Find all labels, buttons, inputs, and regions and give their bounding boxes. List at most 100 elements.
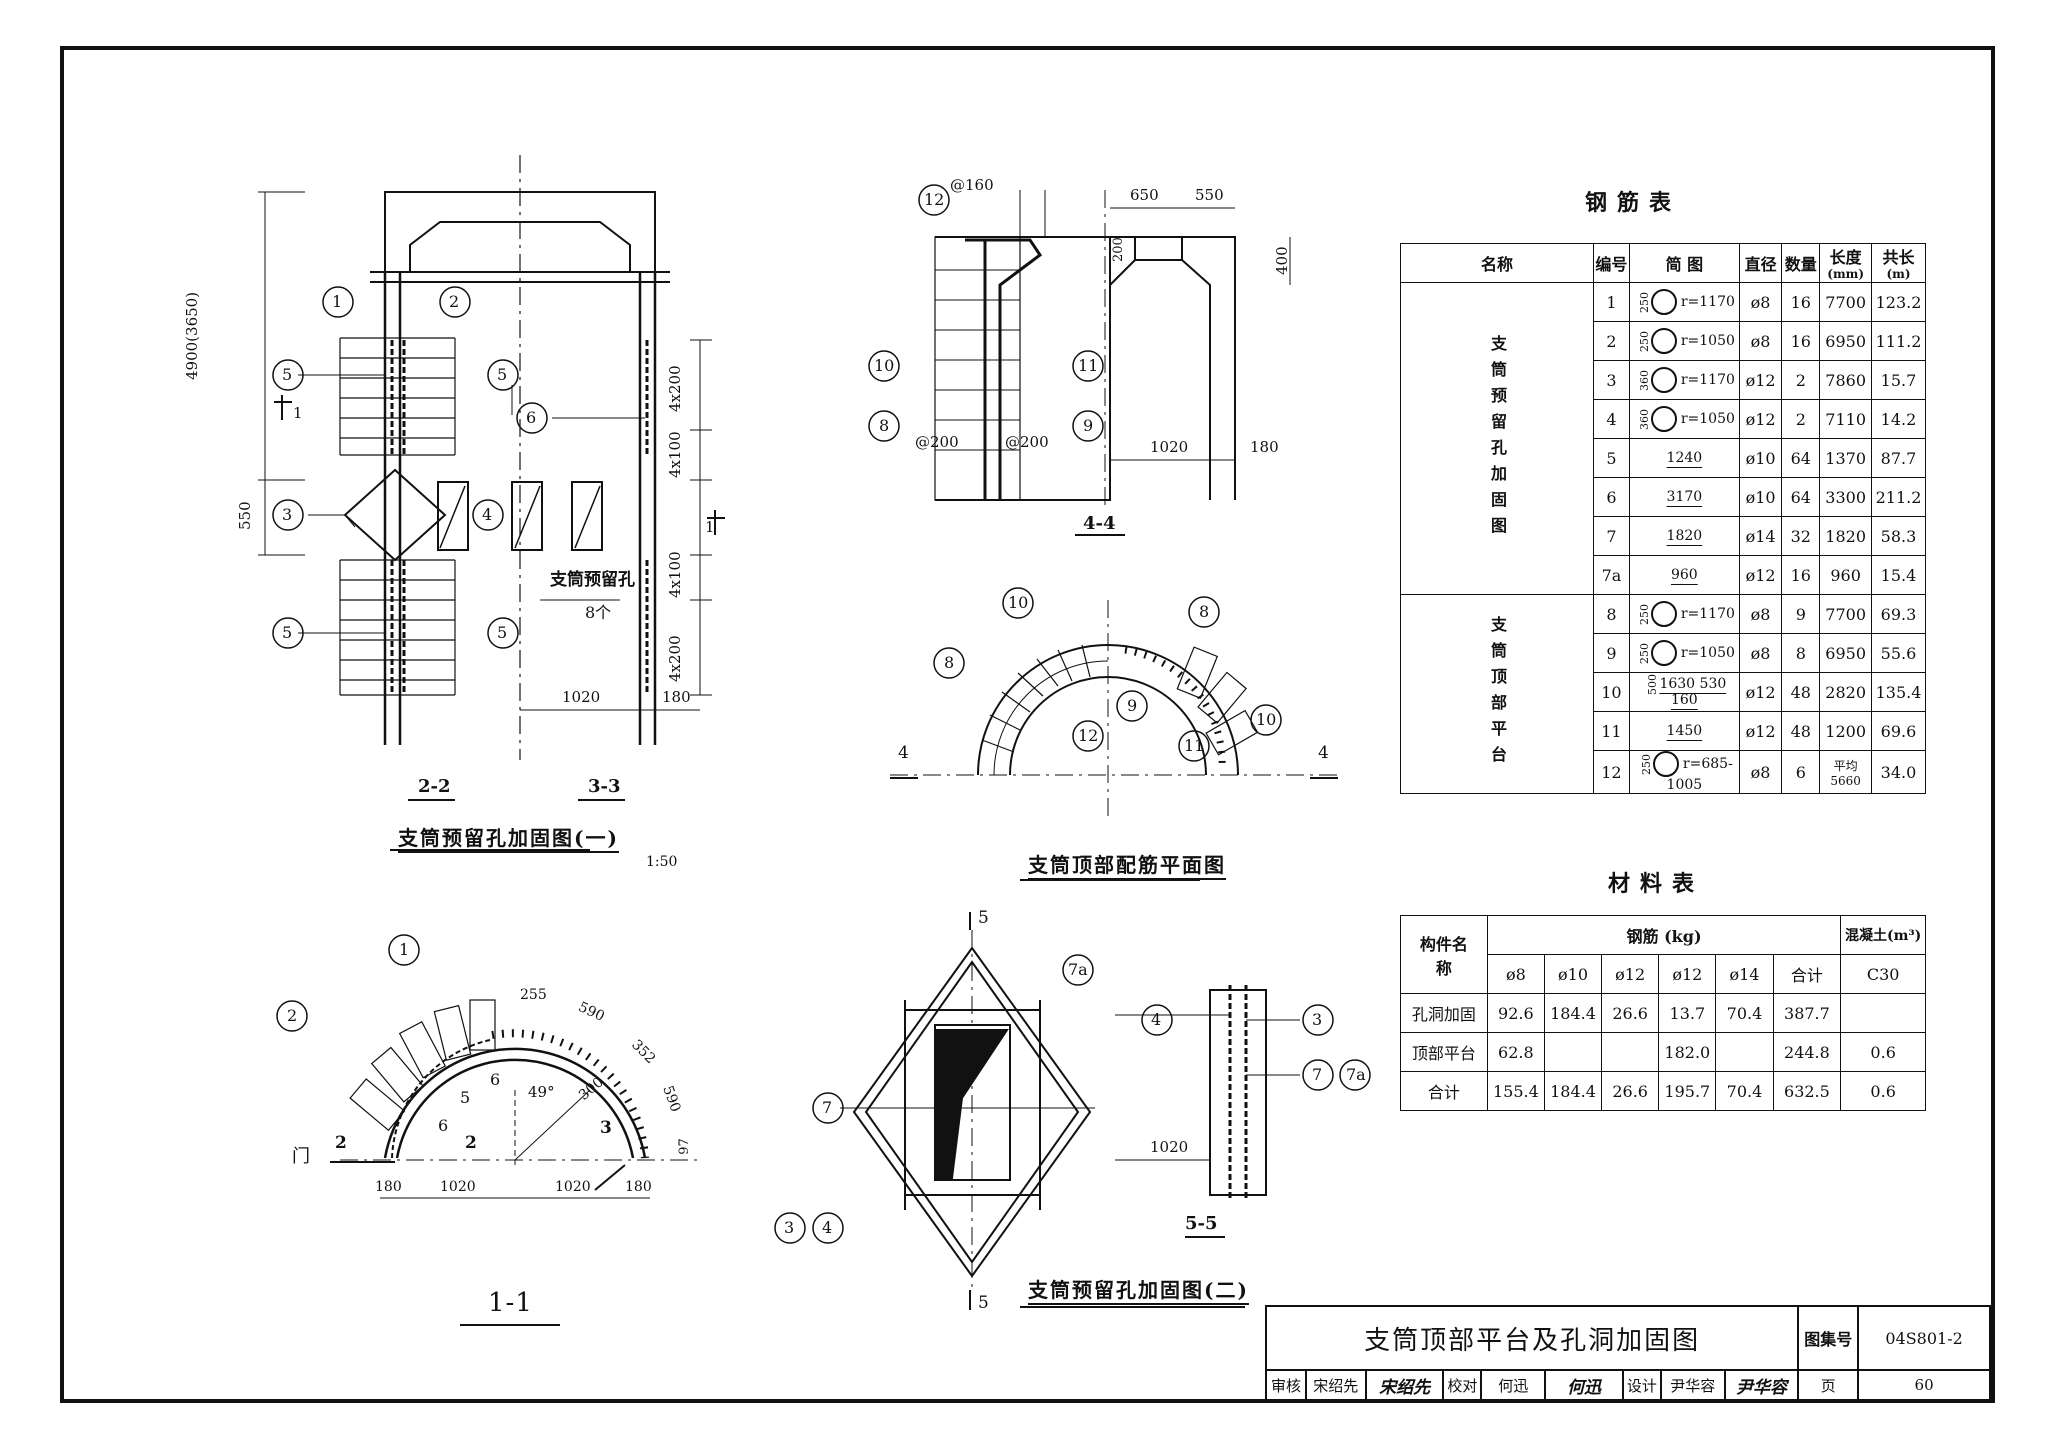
v1-title: 支筒预留孔加固图(一) xyxy=(398,826,619,850)
material-cell: 244.8 xyxy=(1772,1032,1842,1072)
v5-title: 支筒预留孔加固图(二) xyxy=(1028,1278,1249,1302)
v3-spacing-160: @160 xyxy=(950,176,994,194)
v3-balloon-10: 10 xyxy=(874,356,895,375)
rebar-qty: 64 xyxy=(1781,477,1821,517)
rebar-dia: ø8 xyxy=(1738,321,1783,361)
rebar-sketch-pre: 250 xyxy=(1637,604,1651,625)
v2-dim-1020b: 1020 xyxy=(555,1179,591,1195)
v1-dim-total: 4900(3650) xyxy=(183,291,201,380)
v6-balloon-7: 7 xyxy=(1312,1065,1323,1084)
rebar-sketch-text: 960 xyxy=(1670,567,1698,583)
rebar-dia: ø14 xyxy=(1738,516,1783,556)
material-cell xyxy=(1840,993,1926,1033)
v1-balloon-3: 3 xyxy=(282,505,293,524)
rebar-dia: ø12 xyxy=(1738,360,1783,400)
rebar-len: 平均 5660 xyxy=(1819,750,1872,794)
rebar-no: 12 xyxy=(1593,750,1630,794)
v1-cut-1a: 1 xyxy=(293,404,303,422)
rebar-len: 6950 xyxy=(1819,321,1872,361)
rebar-qty: 16 xyxy=(1781,555,1821,595)
v1-dim-550: 550 xyxy=(236,501,254,530)
reviewer-signature: 宋绍先 xyxy=(1364,1369,1445,1401)
design-label: 设计 xyxy=(1621,1369,1662,1401)
rebar-sketch-text: 1450 xyxy=(1666,723,1703,739)
v3-balloon-11: 11 xyxy=(1078,356,1099,375)
v4-title: 支筒顶部配筋平面图 xyxy=(1028,853,1226,877)
material-sub-3: ø12 xyxy=(1658,954,1717,994)
view6-section xyxy=(1115,985,1300,1238)
rebar-sketch: 5001630 530 160 xyxy=(1628,672,1740,712)
v2-cut-2b: 2 xyxy=(465,1133,477,1153)
rebar-total: 14.2 xyxy=(1870,399,1927,439)
view4-plan xyxy=(890,600,1340,881)
main-title: 支筒顶部平台及孔洞加固图 xyxy=(1264,1305,1800,1371)
rebar-sketch-text: r=1050 xyxy=(1680,333,1735,349)
v1-balloon-4: 4 xyxy=(482,505,493,524)
rebar-no: 10 xyxy=(1593,672,1630,712)
page-label: 页 xyxy=(1797,1369,1860,1401)
rebar-sketch: 1450 xyxy=(1628,711,1740,751)
v2-title: 1-1 xyxy=(488,1288,533,1318)
rebar-sketch-pre: 250 xyxy=(1639,754,1653,775)
circle-rebar-icon xyxy=(1650,640,1677,666)
v3-dim-200: 200 xyxy=(1111,237,1126,262)
material-h-concrete: 混凝土(m³) xyxy=(1840,915,1926,955)
v1-balloon-5d: 5 xyxy=(497,623,508,642)
rebar-qty: 48 xyxy=(1781,672,1821,712)
rebar-total: 34.0 xyxy=(1870,750,1927,794)
rebar-total: 55.6 xyxy=(1870,633,1927,673)
v1-balloon-1: 1 xyxy=(332,292,343,311)
material-sub-1: ø10 xyxy=(1543,954,1603,994)
rebar-dia: ø8 xyxy=(1738,633,1783,673)
v3-title: 4-4 xyxy=(1083,513,1116,534)
material-table: 构件名称 钢筋 (kg) 混凝土(m³) ø8 ø10 ø12 ø12 ø14 … xyxy=(1400,915,1926,1111)
rebar-sketch-text: r=685-1005 xyxy=(1666,756,1733,793)
v1-dim-4x200-top: 4x200 xyxy=(666,365,684,412)
rebar-qty: 48 xyxy=(1781,711,1821,751)
rebar-len: 1820 xyxy=(1819,516,1872,556)
v1-cut-1b: 1 xyxy=(705,518,715,536)
v1-hole-label: 支筒预留孔 xyxy=(550,570,635,590)
rebar-qty: 16 xyxy=(1781,282,1821,322)
rebar-sketch-text: 1630 530 160 xyxy=(1659,676,1727,708)
material-cell: 387.7 xyxy=(1772,993,1842,1033)
v2-dim-1020a: 1020 xyxy=(440,1179,476,1195)
circle-rebar-icon xyxy=(1650,367,1677,393)
v5-balloon-4: 4 xyxy=(822,1218,833,1237)
v5-cut-5b: 5 xyxy=(978,1293,989,1313)
rebar-qty: 64 xyxy=(1781,438,1821,478)
review-label: 审核 xyxy=(1265,1369,1307,1401)
rebar-h-total-b: (m) xyxy=(1886,267,1911,282)
rebar-sketch-text: r=1050 xyxy=(1680,411,1735,427)
rebar-dia: ø8 xyxy=(1738,750,1783,794)
circle-rebar-icon xyxy=(1650,328,1677,354)
v1-hole-count: 8个 xyxy=(585,603,612,622)
material-h-steel: 钢筋 (kg) xyxy=(1486,915,1842,955)
rebar-sketch-pre: 250 xyxy=(1637,292,1651,313)
material-cell: 184.4 xyxy=(1543,1071,1603,1111)
rebar-len: 1200 xyxy=(1819,711,1872,751)
rebar-total: 69.3 xyxy=(1870,594,1927,634)
rebar-no: 9 xyxy=(1593,633,1630,673)
rebar-h-len: 长度(mm) xyxy=(1819,243,1872,283)
v4-balloon-9: 9 xyxy=(1127,696,1138,715)
rebar-sketch-text: 1240 xyxy=(1666,450,1703,466)
rebar-sketch-text: 3170 xyxy=(1666,489,1703,505)
v6-title: 5-5 xyxy=(1185,1213,1218,1234)
rebar-sketch-pre: 250 xyxy=(1637,643,1651,664)
rebar-len: 7110 xyxy=(1819,399,1872,439)
rebar-sketch-text: 1820 xyxy=(1666,528,1703,544)
v6-balloon-7a: 7a xyxy=(1346,1065,1366,1084)
